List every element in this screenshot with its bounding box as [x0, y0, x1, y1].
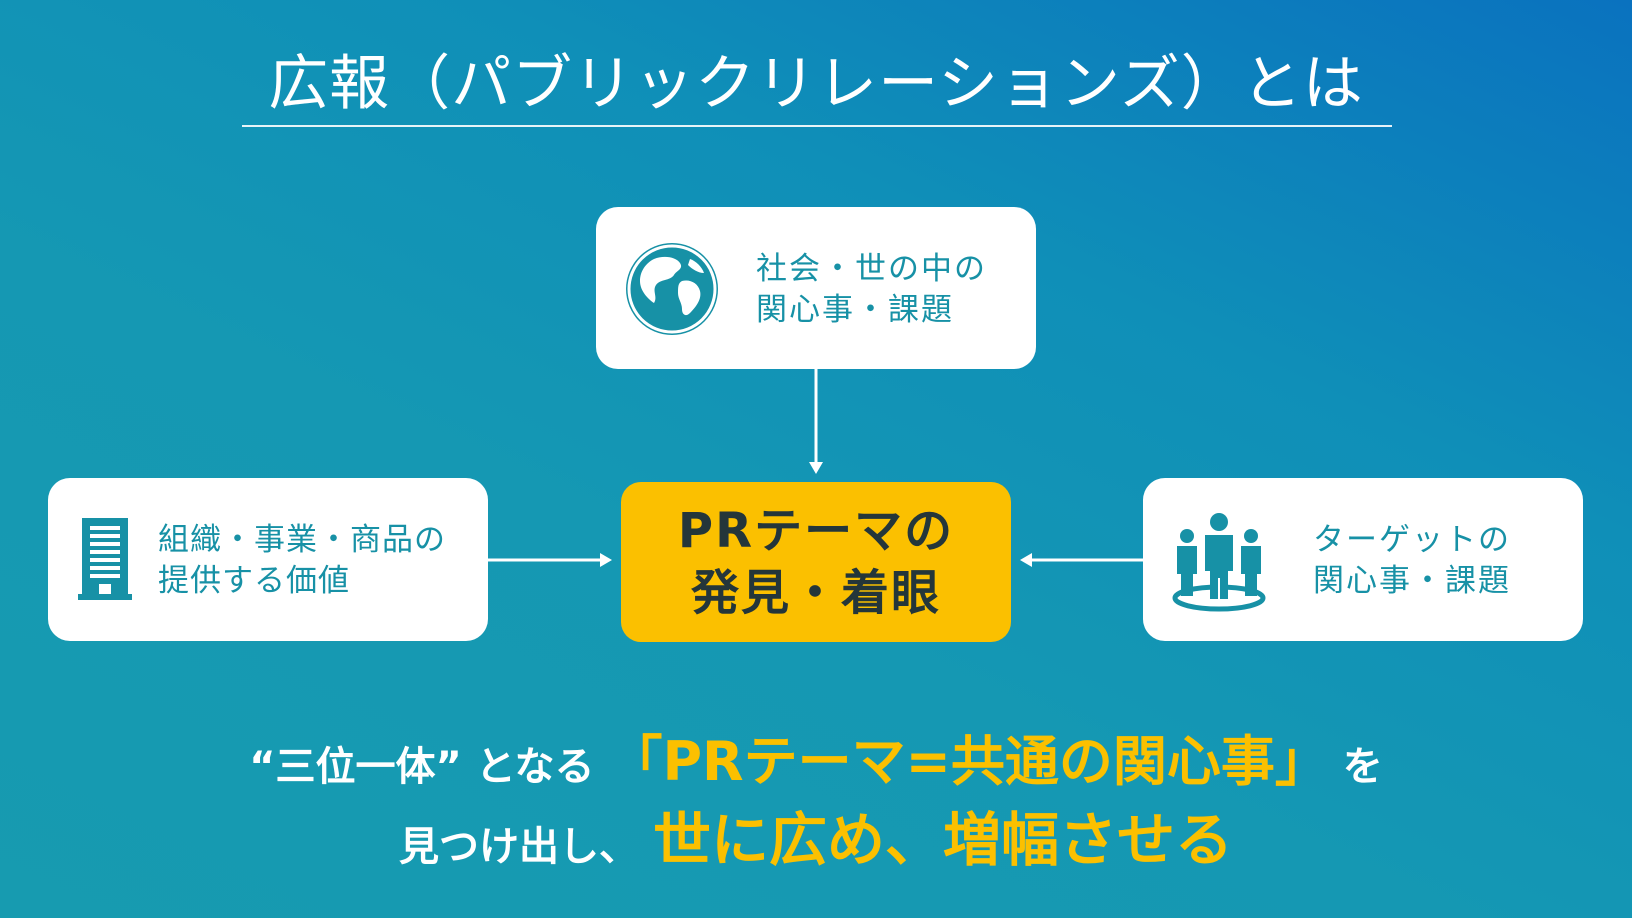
organization-value-label: 組織・事業・商品の 提供する価値: [158, 520, 446, 602]
pr-theme-box: PRテーマの 発見・着眼: [621, 482, 1011, 642]
organization-value-line1: 組織・事業・商品の: [158, 522, 446, 558]
key-message-post: を: [1342, 744, 1383, 790]
key-message-line2-pre: 見つけ出し、: [399, 824, 640, 870]
pr-theme-line1: PRテーマの: [677, 503, 955, 559]
people-group-icon: [1172, 513, 1266, 612]
society-concerns-label: 社会・世の中の 関心事・課題: [756, 249, 987, 331]
title-underline: [242, 125, 1392, 127]
key-message-line1: “三位一体” となる 「PRテーマ=共通の関心事」 を: [0, 722, 1632, 807]
arrow-top-to-center: [809, 369, 823, 474]
key-message-line2: 見つけ出し、 世に広め、増幅させる: [0, 800, 1632, 887]
target-concerns-line1: ターゲットの: [1313, 522, 1511, 558]
organization-value-line2: 提供する価値: [158, 563, 350, 599]
target-concerns-label: ターゲットの 関心事・課題: [1313, 520, 1511, 602]
office-building-icon: [78, 518, 132, 600]
pr-theme-line2: 発見・着眼: [690, 565, 941, 621]
key-message-highlight: 「PRテーマ=共通の関心事」: [608, 730, 1329, 793]
society-concerns-box: 社会・世の中の 関心事・課題: [596, 207, 1036, 369]
target-concerns-line2: 関心事・課題: [1313, 563, 1511, 599]
target-concerns-box: ターゲットの 関心事・課題: [1143, 478, 1583, 641]
page-title: 広報（パブリックリレーションズ）とは: [268, 49, 1364, 119]
arrow-right-to-center: [1020, 553, 1143, 567]
arrow-left-to-center: [488, 553, 612, 567]
key-message-pre: “三位一体” となる: [249, 744, 595, 790]
organization-value-box: 組織・事業・商品の 提供する価値: [48, 478, 488, 641]
key-message-line2-highlight: 世に広め、増幅させる: [652, 806, 1233, 874]
society-concerns-line1: 社会・世の中の: [756, 251, 987, 287]
society-concerns-line2: 関心事・課題: [756, 292, 954, 328]
globe-icon: [626, 243, 718, 335]
